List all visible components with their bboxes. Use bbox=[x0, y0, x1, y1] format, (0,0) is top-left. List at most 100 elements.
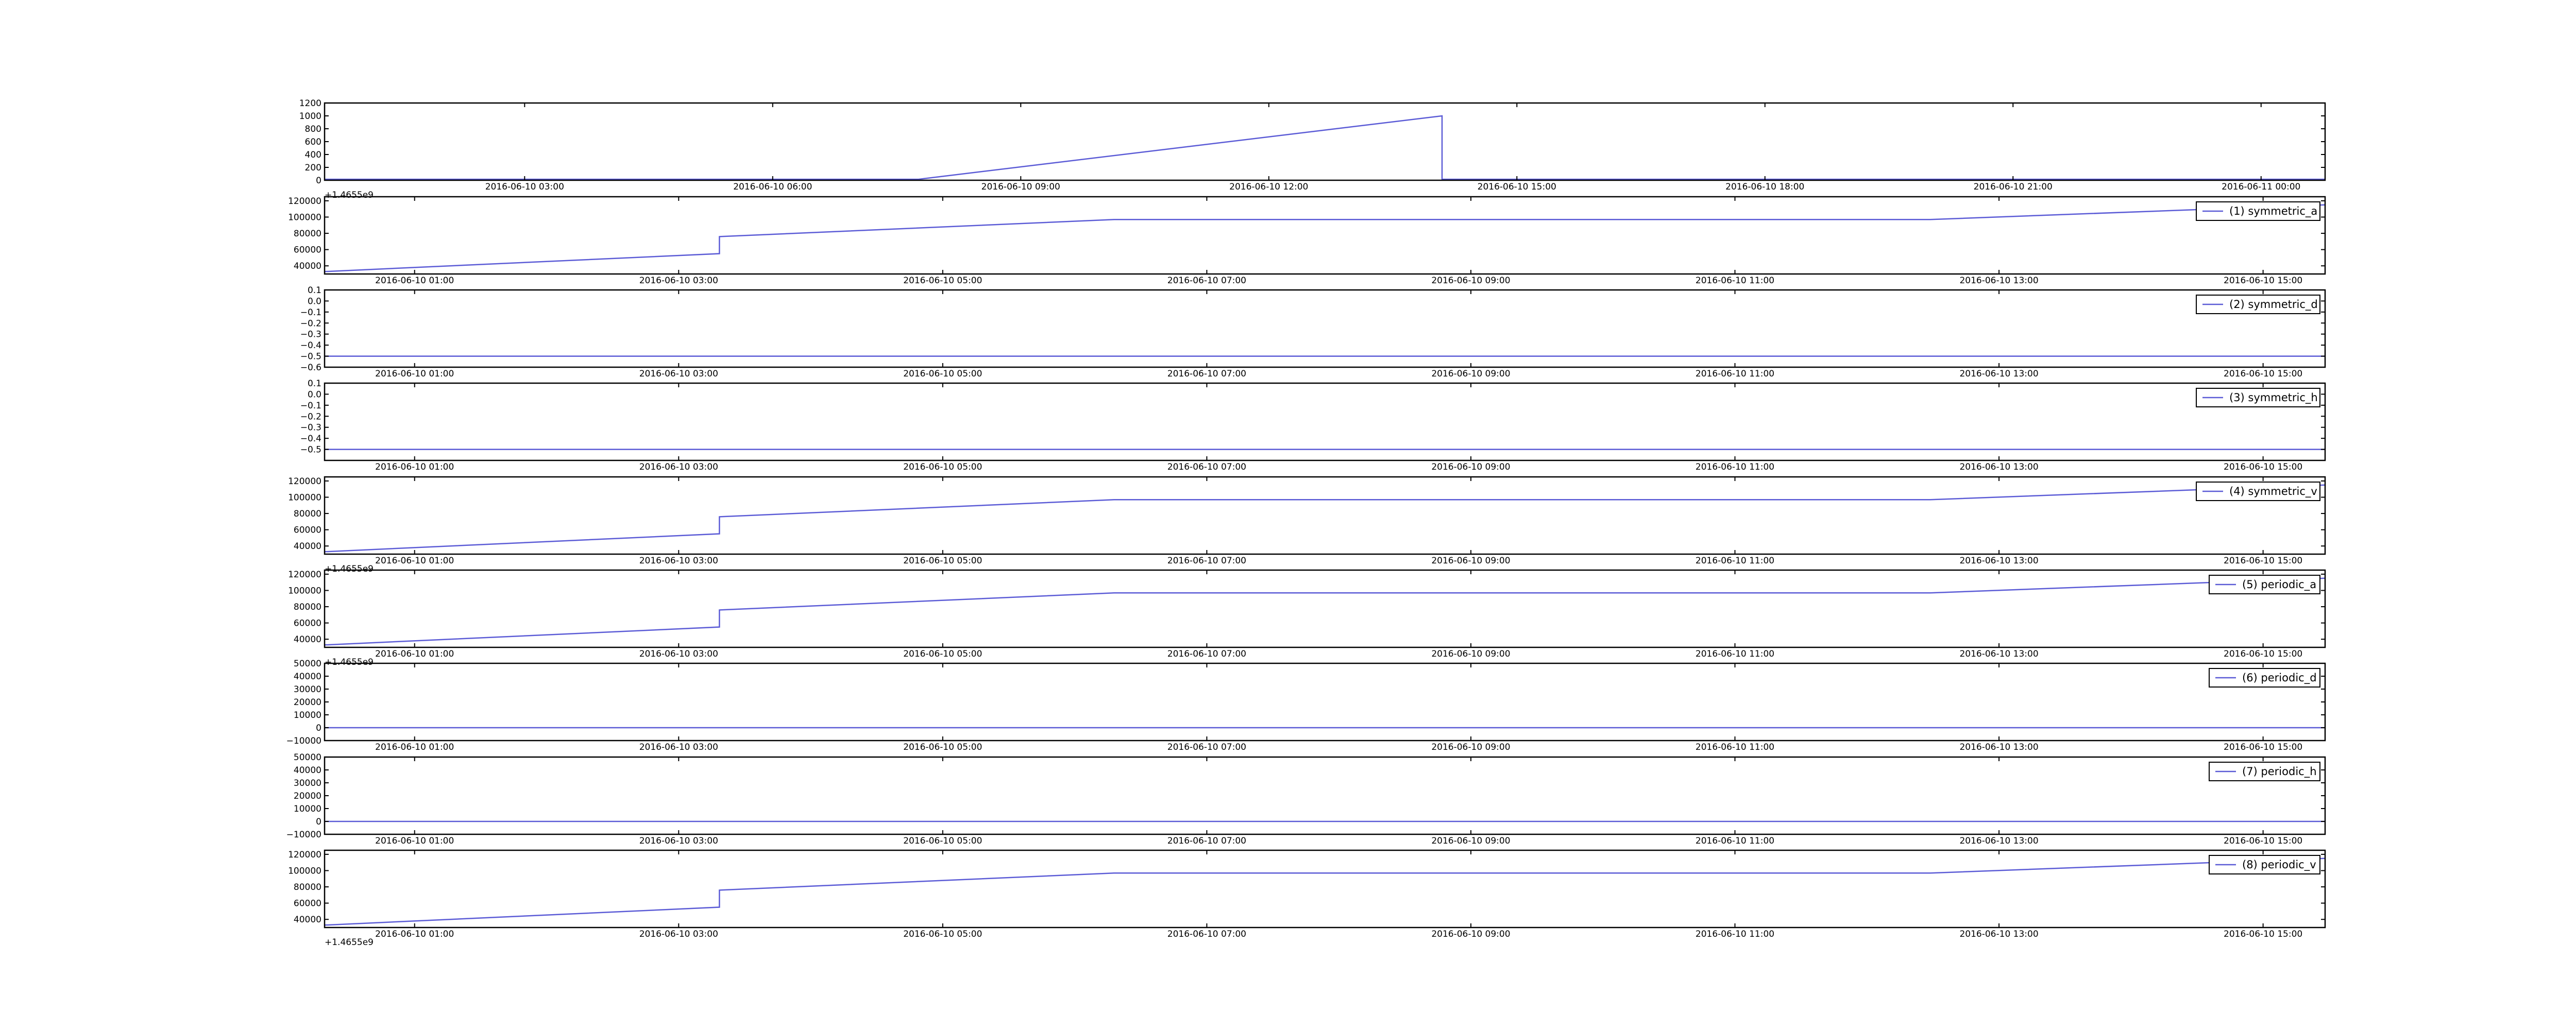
y-tick-label: −0.3 bbox=[300, 423, 321, 433]
x-tick-label: 2016-06-10 01:00 bbox=[375, 556, 454, 566]
x-tick-label: 2016-06-10 01:00 bbox=[375, 462, 454, 472]
y-tick-label: −0.5 bbox=[300, 445, 321, 455]
legend-label: (8) periodic_v bbox=[2242, 859, 2316, 871]
legend-label: (4) symmetric_v bbox=[2229, 485, 2317, 498]
y-tick-label: 120000 bbox=[288, 196, 321, 207]
x-tick-label: 2016-06-10 05:00 bbox=[903, 649, 982, 659]
x-tick-label: 2016-06-10 06:00 bbox=[733, 182, 812, 192]
x-tick-label: 2016-06-10 07:00 bbox=[1167, 462, 1246, 472]
x-tick-label: 2016-06-10 01:00 bbox=[375, 276, 454, 286]
y-tick-label: 60000 bbox=[294, 899, 321, 909]
x-tick-label: 2016-06-10 21:00 bbox=[1974, 182, 2053, 192]
y-tick-label: 120000 bbox=[288, 570, 321, 580]
y-tick-label: 60000 bbox=[294, 619, 321, 629]
y-tick-label: 60000 bbox=[294, 245, 321, 255]
y-tick-label: 30000 bbox=[294, 684, 321, 695]
y-tick-label: 40000 bbox=[294, 261, 321, 271]
y-tick-label: −0.4 bbox=[300, 434, 321, 444]
legend-label: (7) periodic_h bbox=[2242, 765, 2317, 778]
x-tick-label: 2016-06-10 13:00 bbox=[1959, 556, 2038, 566]
y-tick-label: 40000 bbox=[294, 541, 321, 552]
x-tick-label: 2016-06-10 03:00 bbox=[639, 276, 718, 286]
x-tick-label: 2016-06-10 15:00 bbox=[2224, 556, 2302, 566]
x-tick-label: 2016-06-10 18:00 bbox=[1725, 182, 1804, 192]
y-tick-label: 60000 bbox=[294, 525, 321, 536]
x-tick-label: 2016-06-10 03:00 bbox=[485, 182, 564, 192]
subplot-3: −0.6−0.5−0.4−0.3−0.2−0.10.00.12016-06-10… bbox=[300, 285, 2326, 379]
x-tick-label: 2016-06-10 13:00 bbox=[1959, 649, 2038, 659]
y-tick-label: 50000 bbox=[294, 752, 321, 763]
x-tick-label: 2016-06-10 07:00 bbox=[1167, 836, 1246, 846]
x-tick-label: 2016-06-10 03:00 bbox=[639, 742, 718, 752]
x-tick-label: 2016-06-10 09:00 bbox=[1431, 462, 1510, 472]
plot-frame bbox=[324, 196, 2326, 275]
x-tick-label: 2016-06-10 13:00 bbox=[1959, 836, 2038, 846]
x-tick-label: 2016-06-10 11:00 bbox=[1696, 836, 1774, 846]
y-tick-label: −0.6 bbox=[300, 363, 321, 373]
y-tick-label: 80000 bbox=[294, 509, 321, 519]
x-tick-label: 2016-06-10 09:00 bbox=[1431, 556, 1510, 566]
series-line bbox=[324, 204, 2326, 272]
x-tick-label: 2016-06-10 13:00 bbox=[1959, 276, 2038, 286]
x-tick-label: 2016-06-10 11:00 bbox=[1696, 742, 1774, 752]
x-tick-label: 2016-06-10 12:00 bbox=[1229, 182, 1308, 192]
y-tick-label: −0.3 bbox=[300, 330, 321, 340]
y-tick-label: 10000 bbox=[294, 710, 321, 720]
x-tick-label: 2016-06-10 05:00 bbox=[903, 836, 982, 846]
x-tick-label: 2016-06-10 05:00 bbox=[903, 462, 982, 472]
x-tick-label: 2016-06-10 05:00 bbox=[903, 556, 982, 566]
x-tick-label: 2016-06-10 09:00 bbox=[1431, 929, 1510, 939]
y-tick-label: 40000 bbox=[294, 634, 321, 645]
y-tick-label: 80000 bbox=[294, 229, 321, 239]
x-tick-label: 2016-06-10 13:00 bbox=[1959, 742, 2038, 752]
y-tick-label: −0.2 bbox=[300, 318, 321, 329]
x-tick-label: 2016-06-10 01:00 bbox=[375, 836, 454, 846]
y-tick-label: 80000 bbox=[294, 882, 321, 892]
plot-frame bbox=[324, 476, 2326, 555]
y-tick-label: 0 bbox=[316, 817, 321, 827]
x-tick-label: 2016-06-10 09:00 bbox=[1431, 742, 1510, 752]
x-tick-label: 2016-06-10 09:00 bbox=[1431, 649, 1510, 659]
y-tick-label: 120000 bbox=[288, 850, 321, 860]
x-tick-label: 2016-06-10 13:00 bbox=[1959, 929, 2038, 939]
y-tick-label: −0.2 bbox=[300, 411, 321, 422]
x-tick-label: 2016-06-10 03:00 bbox=[639, 556, 718, 566]
x-tick-label: 2016-06-10 15:00 bbox=[2224, 742, 2302, 752]
y-tick-label: −0.1 bbox=[300, 401, 321, 411]
subplot-4: −0.5−0.4−0.3−0.2−0.10.00.1 2016-06-10 01:… bbox=[300, 379, 2326, 472]
x-tick-label: 2016-06-10 11:00 bbox=[1696, 929, 1774, 939]
plot-frame bbox=[324, 102, 2326, 181]
plot-frame bbox=[324, 662, 2326, 742]
x-tick-label: 2016-06-10 13:00 bbox=[1959, 462, 2038, 472]
y-tick-label: 1200 bbox=[299, 98, 321, 109]
legend-label: (1) symmetric_a bbox=[2229, 205, 2317, 218]
y-tick-label: 0.1 bbox=[308, 379, 321, 389]
y-tick-label: 40000 bbox=[294, 765, 321, 776]
y-tick-label: 0.0 bbox=[308, 389, 321, 400]
series-line bbox=[324, 857, 2326, 926]
y-tick-label: −10000 bbox=[286, 830, 321, 840]
x-offset-label: +1.4655e9 bbox=[325, 937, 374, 948]
legend-label: (3) symmetric_h bbox=[2229, 391, 2318, 404]
legend-label: (5) periodic_a bbox=[2242, 578, 2316, 591]
x-tick-label: 2016-06-10 01:00 bbox=[375, 649, 454, 659]
series-line bbox=[324, 577, 2326, 646]
y-tick-label: 400 bbox=[305, 150, 321, 160]
x-tick-label: 2016-06-10 01:00 bbox=[375, 369, 454, 379]
y-tick-label: 200 bbox=[305, 163, 321, 173]
y-tick-label: −10000 bbox=[286, 736, 321, 746]
y-tick-label: 0.1 bbox=[308, 285, 321, 296]
legend-box bbox=[2209, 855, 2320, 874]
y-tick-label: −0.5 bbox=[300, 352, 321, 362]
y-tick-label: 10000 bbox=[294, 804, 321, 814]
x-tick-label: 2016-06-10 03:00 bbox=[639, 836, 718, 846]
x-tick-label: 2016-06-10 05:00 bbox=[903, 276, 982, 286]
x-tick-label: 2016-06-10 15:00 bbox=[2224, 649, 2302, 659]
y-tick-label: 50000 bbox=[294, 659, 321, 669]
